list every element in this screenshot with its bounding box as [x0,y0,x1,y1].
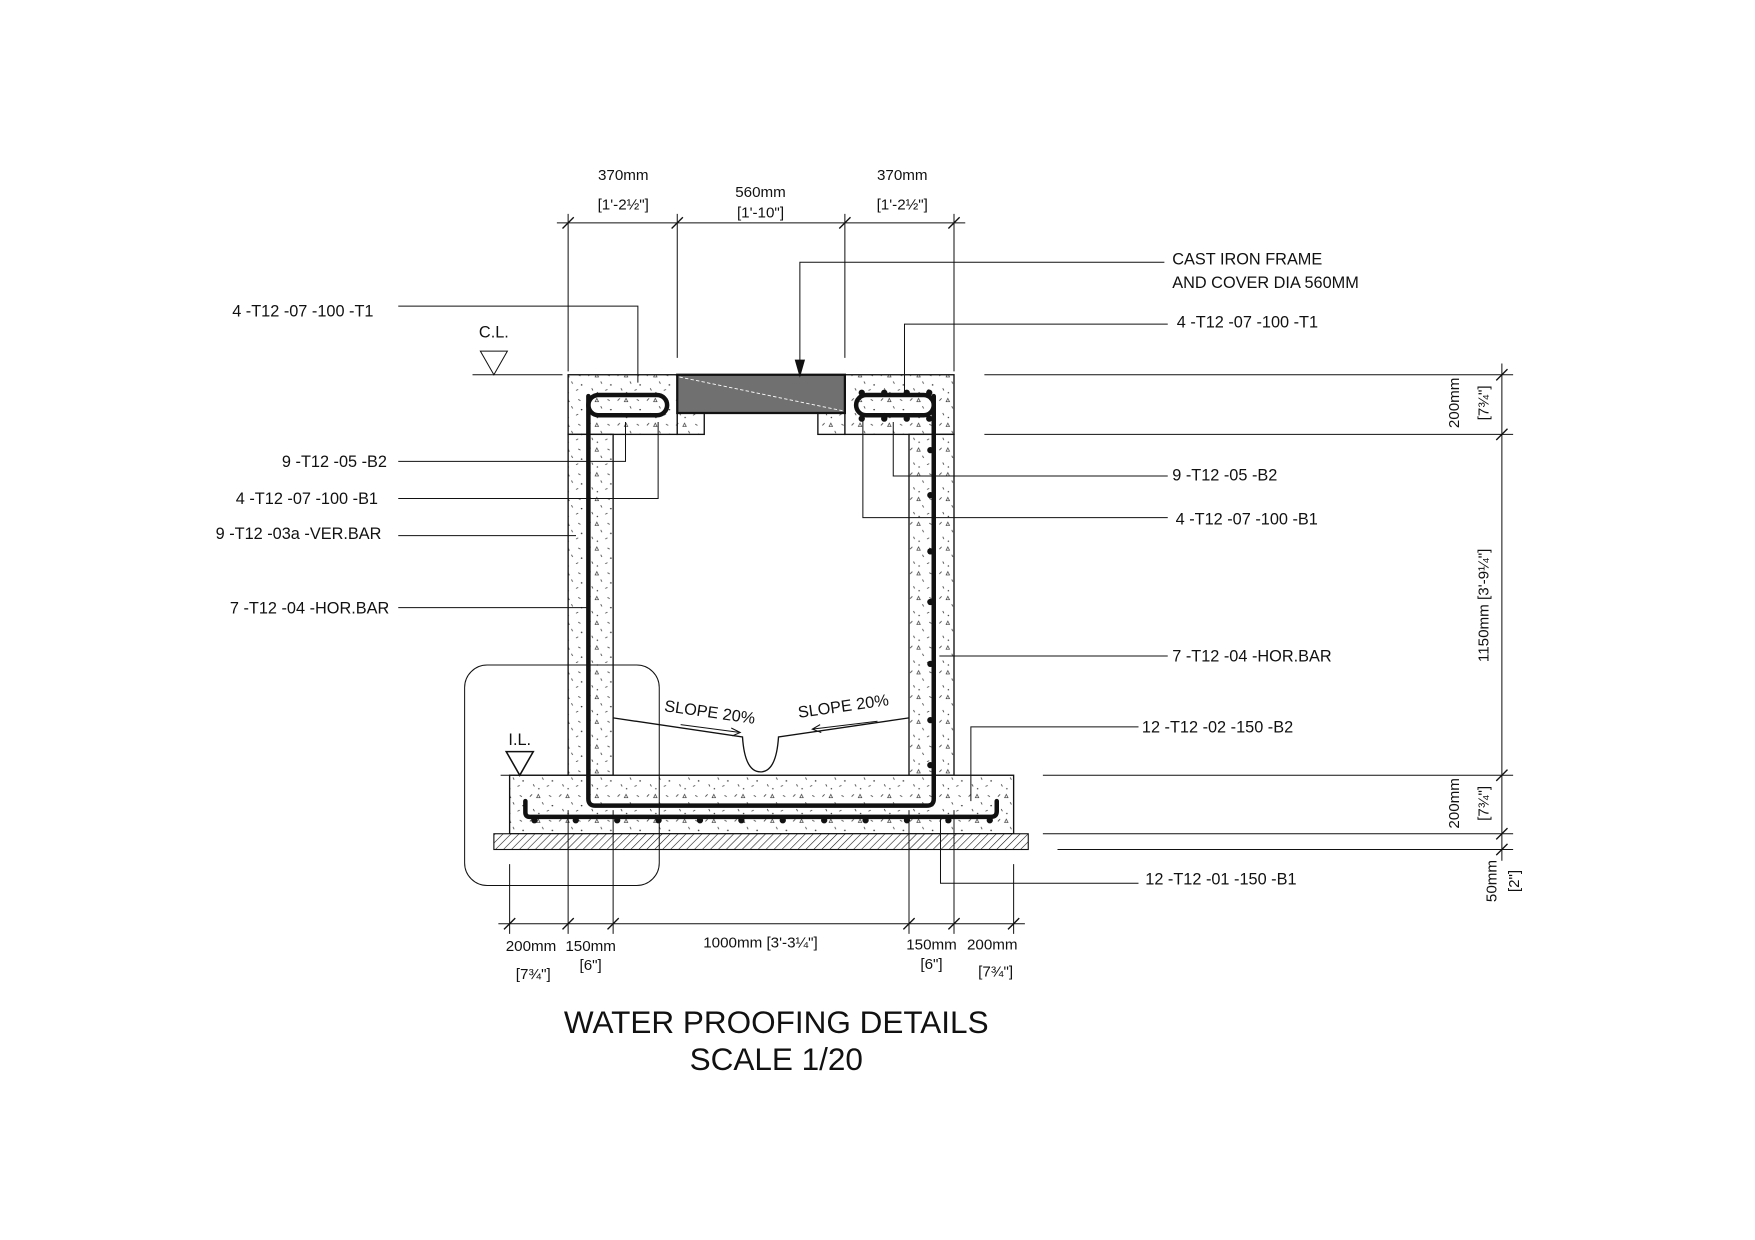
rebar-label: 7 -T12 -04 -HOR.BAR [1172,648,1332,666]
rebar-label: 9 -T12 -03a -VER.BAR [216,525,382,543]
dim-tick [947,917,961,930]
rebar-section [927,598,934,606]
rebar-section [881,389,888,396]
top-dimension-texts: 370mm [1'-2½"] 560mm [1'-10"] 370mm [1'-… [598,167,928,221]
dim-text: [1'-2½"] [877,196,928,213]
dim-text: 1000mm [3'-3¼"] [703,934,818,951]
drawing-title: WATER PROOFING DETAILS SCALE 1/20 [564,1004,989,1077]
rebars [523,389,999,824]
benching-slope [613,717,910,773]
dim-text: 370mm [877,167,928,184]
dim-text: [1'-2½"] [598,196,649,213]
slope-label-right: SLOPE 20% [797,691,890,722]
dim-tick [1495,769,1508,782]
cover-label: AND COVER DIA 560MM [1172,274,1359,292]
rebar-label: 12 -T12 -02 -150 -B2 [1142,719,1293,737]
cast-iron-cover [676,373,846,415]
rebar-section [926,415,933,422]
dim-text: [7¾"] [1475,385,1492,420]
dim-text: 200mm [1446,778,1463,829]
bottom-dimension-texts: 200mm [7¾"] 150mm [6"] 1000mm [3'-3¼"] 1… [506,934,1018,983]
dim-text: 150mm [906,937,957,954]
dim-tick [562,216,575,229]
dim-text: 200mm [506,938,557,955]
rebar-section [927,491,934,499]
rebar-label: 4 -T12 -07 -100 -B1 [1176,510,1318,528]
rebar-section [881,415,888,422]
dim-text: [7¾"] [516,966,551,983]
dim-tick [607,917,620,930]
rebar-section [945,817,952,824]
rebar-label: 9 -T12 -05 -B2 [1172,467,1277,485]
dim-tick [947,216,961,229]
dim-tick [1495,827,1508,840]
dim-tick [902,917,916,930]
dim-text: [6"] [920,956,942,973]
rebar-section [572,817,579,824]
title-line1: WATER PROOFING DETAILS [564,1004,989,1040]
rebar-section [927,761,934,769]
rebar-section [926,389,933,396]
cover-frame-right [817,412,846,436]
dim-text: 1150mm [3'-9¼"] [1475,549,1492,662]
slope-label-left: SLOPE 20% [663,697,756,728]
dim-text: [2"] [1506,870,1523,892]
dim-text: [6"] [579,957,601,974]
dim-tick [1495,843,1508,856]
top-slab-right [844,374,955,436]
dim-text: 50mm [1483,860,1500,902]
dimensions [472,213,1514,934]
cover-frame-left [676,412,705,436]
rebar-label: 9 -T12 -05 -B2 [282,453,387,471]
rebar-section [531,817,538,824]
dim-text: [1'-10"] [737,204,784,221]
dim-tick [562,917,575,930]
rebar-section [655,817,662,824]
rebar-section [738,817,745,824]
rebar-section [927,446,934,454]
top-slab-left [567,374,678,436]
rebar-section [927,548,934,555]
structure [464,373,1029,887]
cover-label: CAST IRON FRAME [1172,251,1322,269]
dim-text: 150mm [565,938,616,955]
dim-text: [7¾"] [1475,786,1492,821]
rebar-section [903,415,910,422]
dim-tick [1495,368,1508,381]
dim-text: 370mm [598,167,649,184]
rebar-label: 4 -T12 -07 -100 -T1 [1177,314,1318,332]
rebar-label: 7 -T12 -04 -HOR.BAR [230,599,390,617]
rebar-section [779,817,786,824]
rebar-section [696,817,704,824]
rebar-section [614,817,621,824]
rebar-section [858,389,865,396]
dim-tick [671,216,684,229]
il-label: I.L. [508,731,531,749]
blinding-layer [493,833,1029,851]
leaders [398,261,1168,884]
dim-tick [503,917,516,930]
dim-tick [838,216,851,229]
rebar-section [821,817,828,824]
cl-label: C.L. [479,324,509,342]
rebar-section [927,716,934,724]
dim-text: 200mm [967,937,1018,954]
rebar-section [858,415,865,422]
dim-text: 560mm [735,184,786,201]
title-line2: SCALE 1/20 [690,1041,863,1077]
dim-tick [1007,917,1020,930]
dim-text: 200mm [1446,378,1463,429]
right-dimension-texts: 200mm [7¾"] 1150mm [3'-9¼"] 200mm [7¾"] … [1446,378,1523,903]
rebar-section [986,817,993,824]
rebar-label: 12 -T12 -01 -150 -B1 [1145,870,1296,888]
rebar-section [862,817,869,824]
rebar-section [927,660,934,668]
rebar-section [903,389,910,396]
rebar-label: 4 -T12 -07 -100 -T1 [232,302,373,320]
dim-tick [1495,428,1508,441]
detail-callout [464,664,660,887]
dim-text: [7¾"] [978,964,1013,981]
rebar-label: 4 -T12 -07 -100 -B1 [236,490,378,508]
